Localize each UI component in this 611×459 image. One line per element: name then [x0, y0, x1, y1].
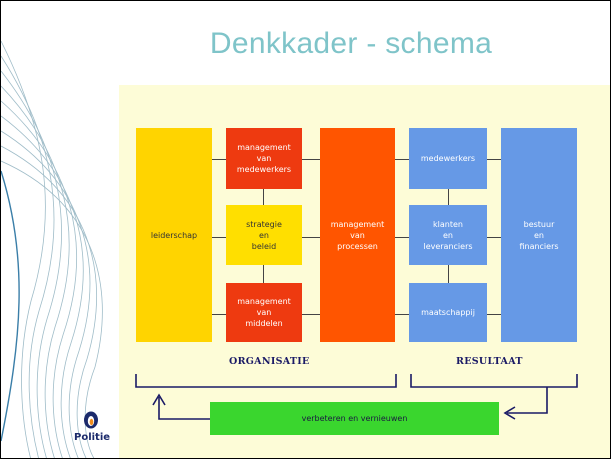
- box-management-van-middelen: management van middelen: [226, 283, 302, 342]
- connector-line: [263, 265, 264, 283]
- connector-line: [395, 314, 409, 315]
- section-label-resultaat: RESULTAAT: [456, 356, 523, 367]
- box-strategie-en-beleid: strategie en beleid: [226, 205, 302, 265]
- feedback-box-verbeteren-en-vernieuwen: verbeteren en vernieuwen: [210, 402, 499, 435]
- connector-line: [487, 159, 501, 160]
- connector-line: [263, 189, 264, 205]
- connector-line: [395, 237, 409, 238]
- logo-text: Politie: [74, 432, 111, 443]
- connector-line: [212, 237, 226, 238]
- connector-line: [302, 159, 320, 160]
- connector-line: [302, 237, 320, 238]
- box-leiderschap: leiderschap: [136, 128, 212, 342]
- connector-line: [487, 237, 501, 238]
- connector-line: [395, 159, 409, 160]
- connector-line: [448, 265, 449, 283]
- connector-line: [302, 314, 320, 315]
- box-management-van-processen: management van processen: [320, 128, 395, 342]
- section-label-organisatie: ORGANISATIE: [229, 356, 310, 367]
- page-title: Denkkader - schema: [209, 27, 493, 60]
- police-flame-icon: [84, 411, 98, 429]
- decorative-curves: [1, 40, 103, 458]
- box-bestuur-en-financiers: bestuur en financiers: [501, 128, 577, 342]
- connector-line: [212, 159, 226, 160]
- connector-line: [448, 189, 449, 205]
- box-medewerkers: medewerkers: [409, 128, 487, 189]
- box-management-van-medewerkers: management van medewerkers: [226, 128, 302, 189]
- connector-line: [487, 314, 501, 315]
- box-klanten-en-leveranciers: klanten en leveranciers: [409, 205, 487, 265]
- box-maatschappij: maatschappij: [409, 283, 487, 342]
- connector-line: [212, 314, 226, 315]
